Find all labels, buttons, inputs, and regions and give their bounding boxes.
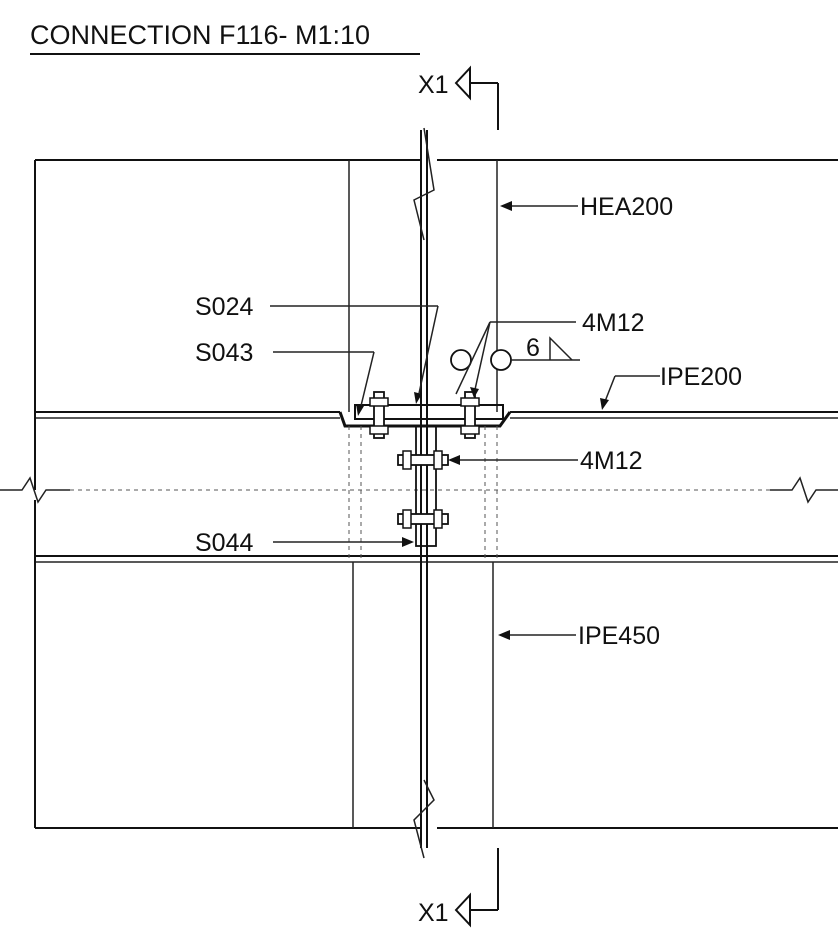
drawing-title: CONNECTION F116- M1:10: [30, 20, 370, 50]
section-mark-top-label: X1: [418, 71, 449, 99]
bolt-upper-right: [460, 391, 480, 439]
lower-column-outline: [35, 562, 838, 829]
leader-4m12-upper: 4M12: [455, 309, 645, 398]
label-s043: S043: [195, 339, 253, 367]
end-plate-s043: [338, 404, 512, 428]
section-mark-bottom-label: X1: [418, 899, 449, 927]
section-mark-top: X1: [418, 65, 499, 130]
ipe200-beam: [34, 411, 838, 828]
label-ipe200: IPE200: [660, 363, 742, 391]
label-hea200: HEA200: [580, 193, 673, 221]
leader-ipe200: IPE200: [600, 363, 742, 410]
leader-hea200: HEA200: [500, 193, 673, 221]
bolt-lower-2: [397, 509, 449, 529]
leader-s043: S043: [195, 339, 375, 416]
leader-ipe450: IPE450: [498, 622, 660, 650]
hidden-lines: [348, 426, 498, 560]
leader-4m12-lower: 4M12: [448, 447, 643, 475]
leader-s024: S024: [195, 293, 439, 404]
label-4m12-upper: 4M12: [582, 309, 645, 337]
weld-symbol: 6: [450, 334, 580, 371]
leader-s044: S044: [195, 529, 414, 557]
bolt-upper-left: [369, 391, 389, 439]
label-ipe450: IPE450: [578, 622, 660, 650]
central-plate: [413, 127, 435, 859]
weld-size-label: 6: [526, 334, 540, 362]
label-s024: S024: [195, 293, 253, 321]
label-s044: S044: [195, 529, 253, 557]
section-mark-bottom: X1: [418, 848, 499, 928]
label-4m12-lower: 4M12: [580, 447, 643, 475]
break-symbols: [0, 476, 838, 504]
bolt-lower-1: [397, 450, 449, 470]
